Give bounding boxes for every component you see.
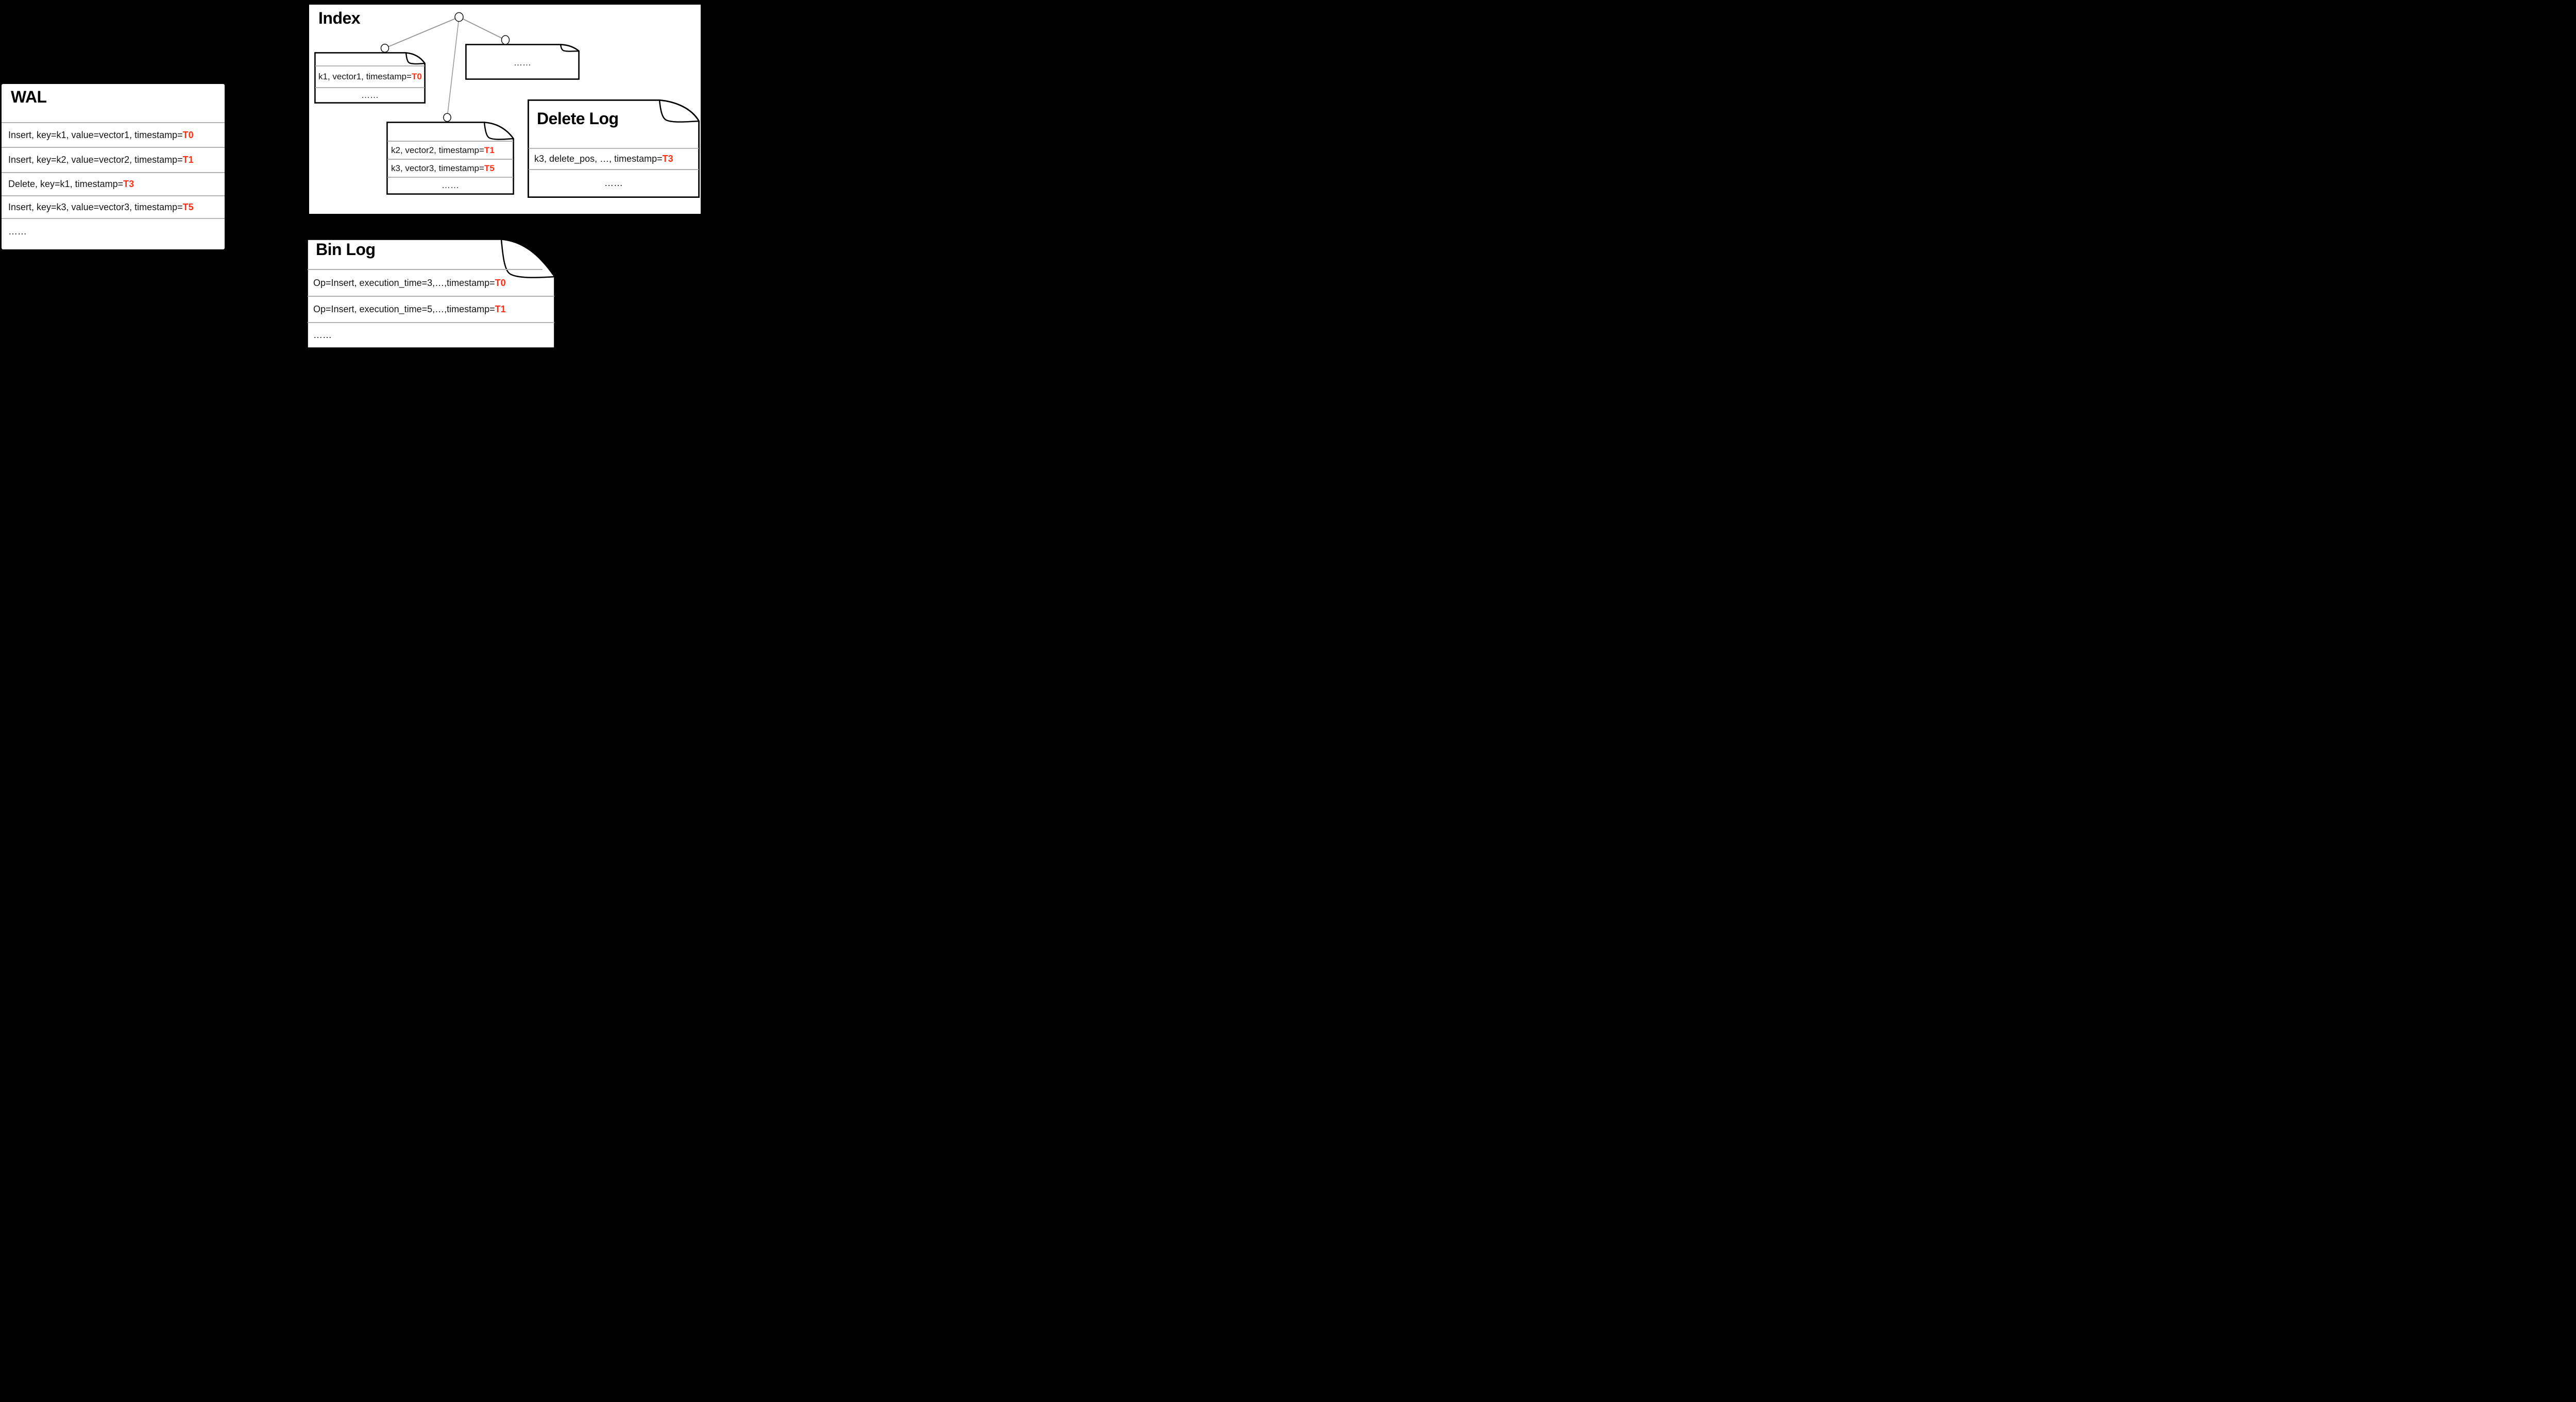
index-title: Index [318,9,361,27]
wal-entry-row: Insert, key=k1, value=vector1, timestamp… [2,122,225,147]
segment-entry-text: k3, vector3, timestamp= [391,163,484,173]
document-shape [465,44,580,80]
folded-corner-icon [658,100,699,123]
folded-corner-icon [500,239,555,278]
ellipsis-row: …… [315,88,425,103]
ellipsis-text: …… [442,180,459,190]
ellipsis-text: …… [604,178,623,188]
timestamp-value: T3 [662,154,673,164]
bin-log-entry-text: Op=Insert, execution_time=5,…,timestamp= [313,304,495,314]
bin-log-doc: Bin Log Op=Insert, execution_time=3,…,ti… [307,239,555,349]
timestamp-value: T1 [182,155,194,165]
segment-doc-more: …… [465,44,580,80]
figure-canvas: WAL Insert, key=k1, value=vector1, times… [0,0,704,350]
doc-outline [386,122,514,195]
segment-doc-k2k3: k2, vector2, timestamp=T1 k3, vector3, t… [386,122,514,195]
delete-log-entry-text: k3, delete_pos, …, timestamp= [534,154,663,164]
segment-entry-row: k1, vector1, timestamp=T0 [318,66,422,88]
document-shape [314,52,426,104]
timestamp-value: T0 [182,129,194,140]
bin-log-entry-text: Op=Insert, execution_time=3,…,timestamp= [313,277,495,288]
delete-log-entry-row: k3, delete_pos, …, timestamp=T3 [534,148,694,170]
ellipsis-text: …… [8,226,27,237]
wal-entry-row: Delete, key=k1, timestamp=T3 [2,172,225,195]
wal-entry-text: Insert, key=k3, value=vector3, timestamp… [8,201,183,212]
ellipsis-text: …… [361,90,379,100]
doc-outline [314,52,426,104]
doc-outline [465,44,580,80]
wal-entry-text: Delete, key=k1, timestamp= [8,179,124,189]
bin-log-entry-row: Op=Insert, execution_time=5,…,timestamp=… [313,296,550,323]
folded-corner-icon [560,44,579,52]
segment-entry-text: k2, vector2, timestamp= [391,145,484,155]
bin-log-title: Bin Log [316,240,376,259]
timestamp-value: T1 [484,145,495,155]
timestamp-value: T3 [123,179,134,189]
wal-title: WAL [11,88,47,106]
ellipsis-text: …… [514,58,531,67]
wal-entry-text: Insert, key=k2, value=vector2, timestamp… [8,155,183,165]
delete-log-doc: Delete Log k3, delete_pos, …, timestamp=… [528,99,700,198]
timestamp-value: T0 [495,277,506,288]
timestamp-value: T1 [495,304,506,314]
segment-entry-row: k3, vector3, timestamp=T5 [391,159,512,177]
wal-entry-row: Insert, key=k3, value=vector3, timestamp… [2,195,225,218]
ellipsis-row: …… [313,323,550,348]
folded-corner-icon [483,122,514,140]
ellipsis-row: …… [466,48,579,78]
ellipsis-row: …… [529,170,699,197]
document-shape [307,239,555,349]
ellipsis-row: …… [2,218,225,249]
delete-log-title: Delete Log [537,109,619,128]
timestamp-value: T0 [411,72,422,81]
segment-doc-k1: k1, vector1, timestamp=T0 …… [314,52,426,104]
segment-entry-row: k2, vector2, timestamp=T1 [391,141,512,159]
timestamp-value: T5 [484,163,495,173]
document-shape [386,122,514,195]
folded-corner-icon [405,53,425,65]
segment-entry-text: k1, vector1, timestamp= [318,72,412,81]
wal-entry-row: Insert, key=k2, value=vector2, timestamp… [2,147,225,172]
ellipsis-row: …… [387,177,513,194]
wal-log-table: WAL Insert, key=k1, value=vector1, times… [2,84,225,249]
timestamp-value: T5 [182,201,194,212]
bin-log-entry-row: Op=Insert, execution_time=3,…,timestamp=… [313,269,540,296]
wal-entry-text: Insert, key=k1, value=vector1, timestamp… [8,129,183,140]
ellipsis-text: …… [313,330,332,340]
document-shape [528,99,700,198]
